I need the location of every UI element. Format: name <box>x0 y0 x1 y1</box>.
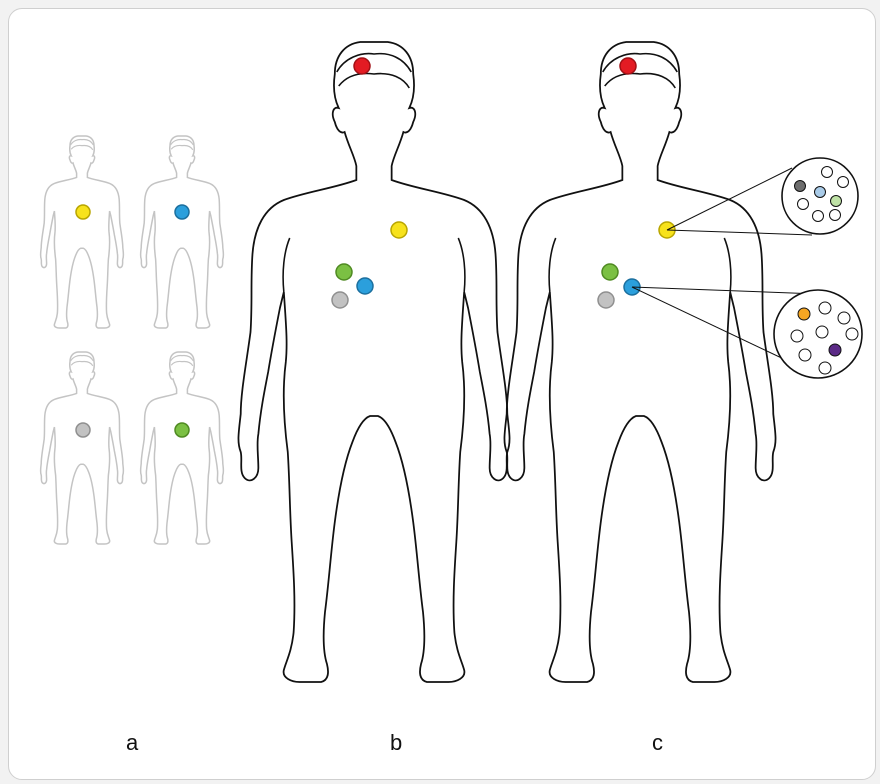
small-figure-blue <box>141 136 224 328</box>
panel-c <box>504 42 862 682</box>
cell-empty <box>819 302 831 314</box>
brain-red-marker <box>354 58 370 74</box>
zoom-line <box>632 287 790 362</box>
cell-empty <box>830 210 841 221</box>
panel-label-b: b <box>390 730 402 756</box>
small-figure-green <box>141 352 224 544</box>
cell-empty <box>838 177 849 188</box>
panel-label-c: c <box>652 730 663 756</box>
blue-marker <box>175 205 189 219</box>
cell-empty <box>846 328 858 340</box>
yellow-marker <box>391 222 407 238</box>
yellow-marker <box>76 205 90 219</box>
cell-dark-gray <box>795 181 806 192</box>
cell-empty <box>813 211 824 222</box>
small-figure-yellow <box>41 136 124 328</box>
cell-empty <box>838 312 850 324</box>
brain-red-marker <box>620 58 636 74</box>
zoom-line <box>667 230 812 235</box>
green-marker <box>602 264 618 280</box>
cell-empty <box>798 199 809 210</box>
small-figure-gray <box>41 352 124 544</box>
cell-empty <box>822 167 833 178</box>
cell-empty <box>791 330 803 342</box>
zoom-line <box>632 287 818 294</box>
cell-empty <box>816 326 828 338</box>
blue-marker <box>357 278 373 294</box>
green-marker <box>336 264 352 280</box>
large-figure-b <box>238 42 509 682</box>
panel-b <box>238 42 509 682</box>
gray-marker <box>76 423 90 437</box>
cell-purple <box>829 344 841 356</box>
cell-empty <box>819 362 831 374</box>
zoom-line <box>667 168 792 230</box>
gray-marker <box>332 292 348 308</box>
cell-empty <box>799 349 811 361</box>
panel-a <box>41 136 224 544</box>
gray-marker <box>598 292 614 308</box>
cell-orange <box>798 308 810 320</box>
panel-label-a: a <box>126 730 138 756</box>
cell-light-blue <box>815 187 826 198</box>
green-marker <box>175 423 189 437</box>
cell-light-green <box>831 196 842 207</box>
large-figure-c <box>504 42 775 682</box>
